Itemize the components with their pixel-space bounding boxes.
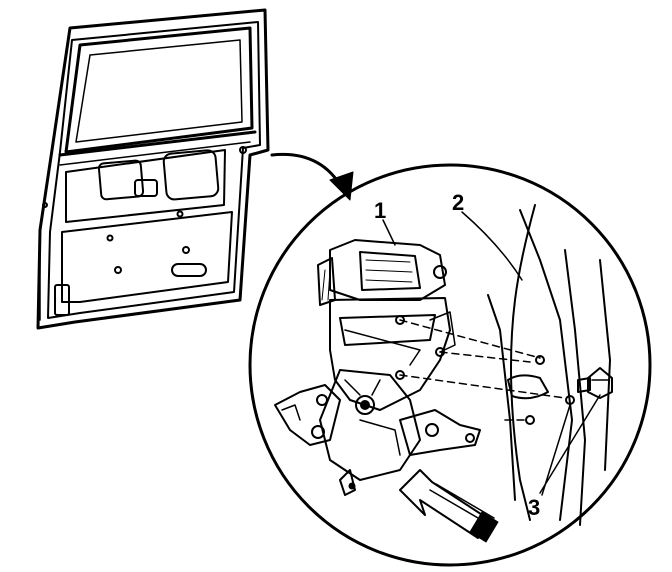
direction-arrow-icon — [399, 469, 499, 543]
mounting-hole — [435, 347, 445, 357]
callout-leaders — [382, 211, 601, 496]
callout-2: 2 — [452, 190, 464, 215]
alignment-lines — [399, 319, 566, 421]
callout-3: 3 — [528, 495, 540, 520]
rear-door-overview — [36, 8, 270, 330]
door-lock-assembly — [274, 239, 481, 496]
door-pillar — [487, 204, 611, 526]
callout-1: 1 — [374, 198, 386, 223]
mounting-hole — [395, 315, 405, 325]
curved-arrow-icon — [270, 152, 354, 201]
mounting-hole — [395, 370, 405, 380]
detail-magnifier — [248, 163, 652, 567]
door-window — [64, 26, 254, 154]
lock-screw — [577, 367, 613, 399]
